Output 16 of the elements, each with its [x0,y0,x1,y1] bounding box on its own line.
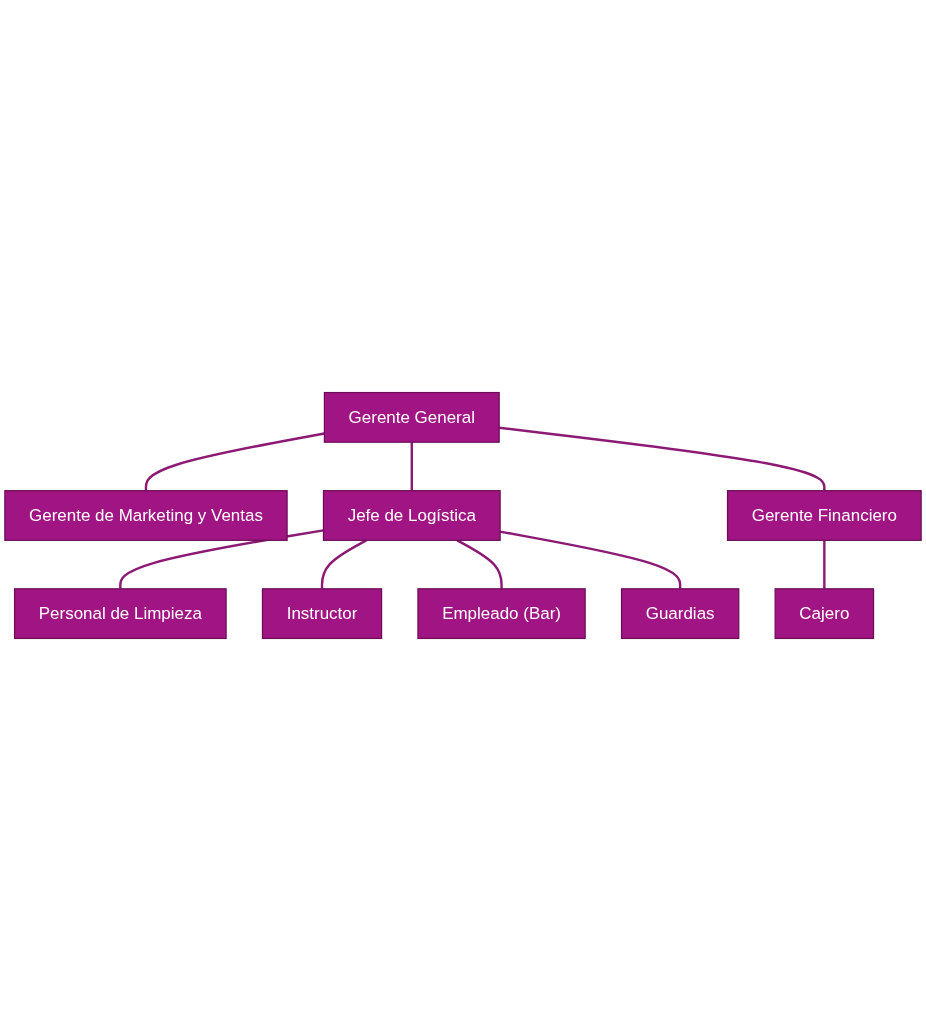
node-box: Empleado (Bar) [417,588,586,640]
connector [119,529,324,589]
connector [823,540,826,589]
connector [320,539,367,589]
connector [144,432,325,491]
node-box: Guardias [620,588,740,640]
node-box: Cajero [774,588,875,640]
node-box: Personal de Limpieza [13,588,227,640]
node-box: Gerente General [323,391,500,443]
node-box: Gerente de Marketing y Ventas [4,490,288,541]
connector [456,539,503,589]
node-box: Jefe de Logística [322,490,501,541]
connector [410,442,413,491]
connector [499,426,826,491]
node-box: Gerente Financiero [726,490,922,541]
node-box: Instructor [261,588,383,640]
